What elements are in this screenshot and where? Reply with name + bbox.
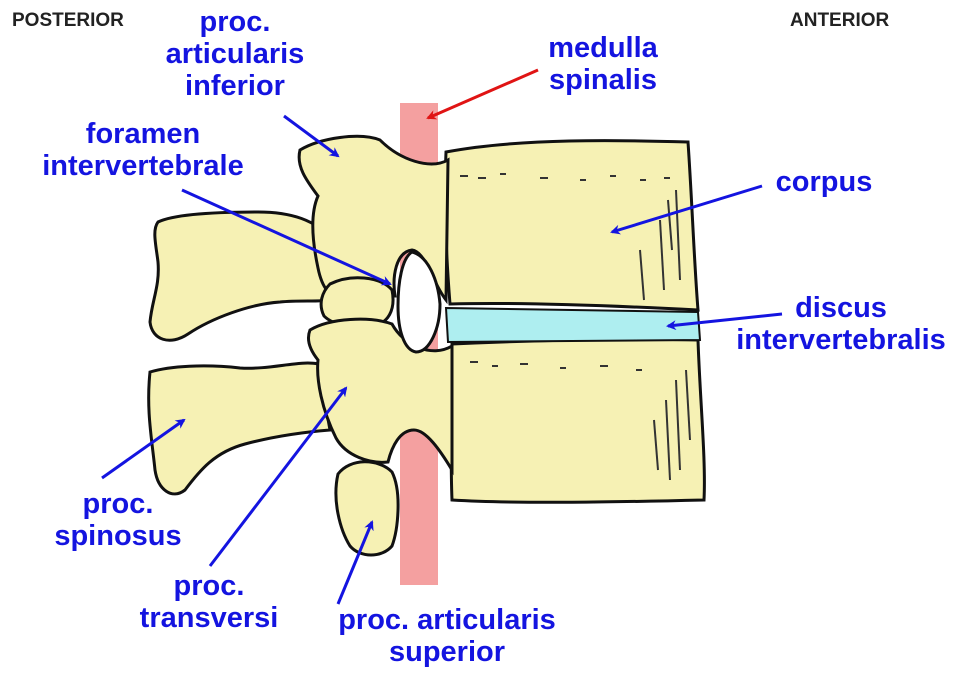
anterior-label: ANTERIOR — [790, 10, 889, 32]
superior-articular-knob — [336, 462, 398, 555]
arrow-medulla-spinalis — [428, 70, 538, 118]
label-discus-intervertebralis: discus intervertebralis — [712, 292, 970, 356]
intervertebral-disc — [446, 308, 700, 342]
label-proc-spinosus: proc. spinosus — [38, 488, 198, 552]
label-proc-articularis-superior: proc. articularis superior — [314, 604, 580, 668]
label-proc-transversi: proc. transversi — [124, 570, 294, 634]
label-foramen-intervertebrale: foramen intervertebrale — [18, 118, 268, 182]
label-proc-articularis-inferior: proc. articularis inferior — [150, 6, 320, 102]
label-corpus: corpus — [764, 166, 884, 198]
posterior-label: POSTERIOR — [12, 10, 124, 32]
lower-spinous-process — [149, 363, 330, 494]
label-medulla-spinalis: medulla spinalis — [528, 32, 678, 96]
upper-spinous-process — [150, 212, 330, 340]
